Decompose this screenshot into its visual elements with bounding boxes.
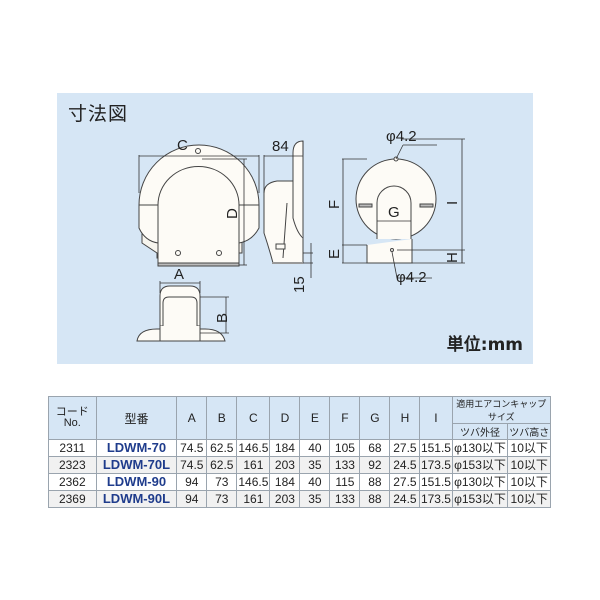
header-i: I (419, 396, 453, 440)
header-f: F (329, 396, 361, 440)
cell-g: 68 (359, 439, 391, 457)
cell-a: 74.5 (176, 456, 208, 474)
cell-code: 2323 (48, 456, 97, 474)
dimension-drawing: C D 84 15 φ4.2 φ4.2 F E G I H A B (136, 128, 465, 342)
cell-e: 35 (299, 490, 331, 508)
cell-i: 173.5 (419, 456, 453, 474)
top-view (136, 285, 226, 342)
header-a: A (176, 396, 208, 440)
header-h: H (389, 396, 421, 440)
cell-cap-outer: φ130以下 (451, 439, 509, 457)
header-code-label: コード (55, 406, 89, 418)
header-code: コード No. (48, 396, 97, 440)
cell-h: 27.5 (389, 439, 421, 457)
cell-cap-outer: φ153以下 (451, 490, 509, 508)
cell-c: 161 (236, 490, 271, 508)
header-model: 型番 (95, 396, 178, 440)
label-b: B (214, 313, 231, 323)
label-a: A (174, 266, 184, 283)
label-phi-top: φ4.2 (386, 128, 417, 145)
cell-d: 184 (269, 439, 301, 457)
cell-c: 146.5 (236, 473, 271, 491)
cell-d: 203 (269, 456, 301, 474)
label-f: F (326, 200, 343, 209)
cell-model: LDWM-90 (95, 473, 178, 491)
cell-cap-outer: φ153以下 (451, 456, 509, 474)
front-view (138, 144, 260, 267)
cell-f: 105 (329, 439, 361, 457)
cell-b: 73 (206, 490, 238, 508)
cell-cap-height: 10以下 (507, 473, 551, 491)
cell-code: 2311 (48, 439, 97, 457)
cell-cap-height: 10以下 (507, 456, 551, 474)
cell-i: 151.5 (419, 439, 453, 457)
cell-g: 92 (359, 456, 391, 474)
header-code-no: No. (63, 417, 81, 429)
cell-f: 133 (329, 456, 361, 474)
back-view (355, 156, 437, 264)
header-cap-height: ツバ高さ (507, 423, 551, 440)
cell-model: LDWM-70L (95, 456, 178, 474)
cell-a: 94 (176, 473, 208, 491)
label-i: I (444, 201, 461, 205)
header-g: G (359, 396, 391, 440)
cell-c: 161 (236, 456, 271, 474)
dimension-drawing-panel: C D 84 15 φ4.2 φ4.2 F E G I H A B 寸法図 単位… (57, 93, 533, 364)
cell-c: 146.5 (236, 439, 271, 457)
cell-h: 27.5 (389, 473, 421, 491)
cell-i: 173.5 (419, 490, 453, 508)
label-e: E (326, 249, 343, 259)
unit-label: 単位:mm (446, 335, 523, 355)
panel-title: 寸法図 (68, 103, 129, 125)
label-d: D (224, 208, 241, 219)
cell-e: 40 (299, 439, 331, 457)
header-cap-outer: ツバ外径 (451, 423, 509, 440)
label-c: C (177, 137, 188, 154)
cell-g: 88 (359, 473, 391, 491)
spec-table: コード No. 型番 A B C D E F G H I 適用エアコンキャップサ… (48, 396, 552, 508)
header-cap-group: 適用エアコンキャップサイズ (451, 396, 552, 424)
cell-i: 151.5 (419, 473, 453, 491)
cell-b: 62.5 (206, 439, 238, 457)
dimension-lines (138, 138, 465, 334)
cell-code: 2369 (48, 490, 97, 508)
cell-b: 73 (206, 473, 238, 491)
cell-cap-outer: φ130以下 (451, 473, 509, 491)
header-b: B (206, 396, 238, 440)
cell-d: 184 (269, 473, 301, 491)
cell-code: 2362 (48, 473, 97, 491)
cell-a: 74.5 (176, 439, 208, 457)
cell-a: 94 (176, 490, 208, 508)
label-84: 84 (272, 138, 289, 155)
cell-b: 62.5 (206, 456, 238, 474)
cell-f: 115 (329, 473, 361, 491)
cell-g: 88 (359, 490, 391, 508)
cell-model: LDWM-90L (95, 490, 178, 508)
cell-e: 35 (299, 456, 331, 474)
header-c: C (236, 396, 271, 440)
header-d: D (269, 396, 301, 440)
cell-model: LDWM-70 (95, 439, 178, 457)
cell-f: 133 (329, 490, 361, 508)
cell-h: 24.5 (389, 456, 421, 474)
label-phi-bottom: φ4.2 (396, 269, 427, 286)
cell-e: 40 (299, 473, 331, 491)
cell-cap-height: 10以下 (507, 439, 551, 457)
cell-cap-height: 10以下 (507, 490, 551, 508)
label-g: G (388, 204, 400, 221)
cell-d: 203 (269, 490, 301, 508)
side-view (263, 140, 304, 264)
cell-h: 24.5 (389, 490, 421, 508)
label-15: 15 (291, 276, 308, 293)
header-e: E (299, 396, 331, 440)
label-h: H (444, 252, 461, 263)
